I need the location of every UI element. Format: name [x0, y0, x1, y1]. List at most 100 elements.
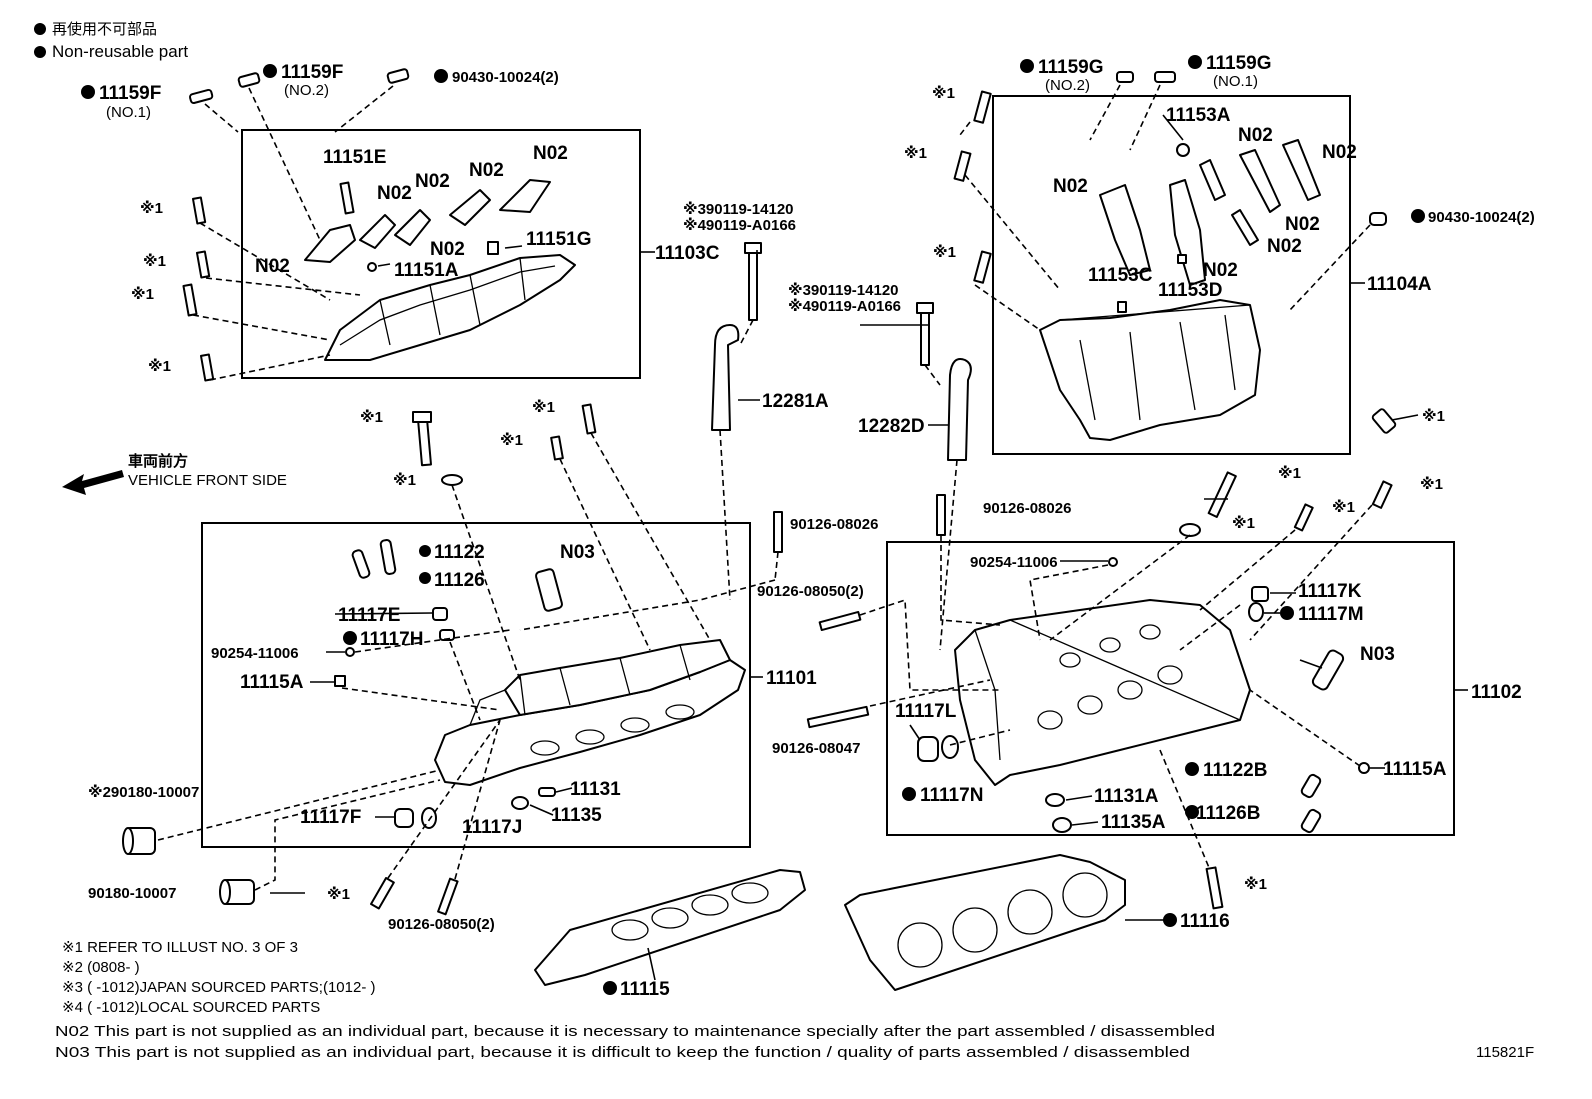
cam-housing-left-art [304, 179, 576, 361]
seal-11159G-no2 [1089, 71, 1134, 141]
label-90254-left: 90254-11006 [211, 645, 299, 662]
label-11159F-no1-suffix: (NO.1) [106, 104, 151, 121]
n03-left [535, 568, 563, 612]
label-11116: 11116 [1180, 911, 1230, 932]
legend-bullet-icon [34, 23, 46, 35]
direction-ja: 車両前方 [128, 452, 188, 470]
label-11102: 11102 [1471, 682, 1522, 703]
label-n03-right: N03 [1360, 644, 1395, 665]
label-ref1-o: ※1 [1232, 514, 1255, 532]
label-11159F-no1: 11159F [99, 83, 161, 104]
stud-90126-08050-right [818, 598, 1000, 691]
label-ref1-a: ※1 [140, 199, 163, 217]
label-11117F: 11117F [300, 807, 361, 828]
camshaft-cap-12282D [939, 358, 972, 651]
label-11151A: 11151A [394, 260, 459, 281]
bolt-center-right [916, 302, 941, 386]
seal-90430-left [334, 68, 410, 133]
frame-cam-housing-right [992, 95, 1351, 455]
bolts-left-head [412, 403, 711, 681]
seal-90430-right [1289, 212, 1387, 311]
direction-en: VEHICLE FRONT SIDE [128, 472, 287, 489]
bolts-right-head [1049, 471, 1393, 641]
seal-11159F-no1 [189, 88, 239, 133]
label-90126-08026-right: 90126-08026 [983, 500, 1071, 517]
label-ref1-d: ※1 [148, 357, 171, 375]
part-leaders [310, 498, 1385, 826]
vehicle-front-arrow-icon [62, 470, 124, 495]
label-ref1-f: ※1 [904, 144, 927, 162]
label-90126-08050-bottom: 90126-08050(2) [388, 916, 495, 933]
label-ref1-h: ※1 [1422, 407, 1445, 425]
label-s390119-left: ※390119-14120 [683, 200, 794, 218]
camshaft-cap-12281A [711, 324, 740, 601]
seal-11159G-no1 [1129, 71, 1176, 151]
frame-cam-housing-left [241, 129, 641, 379]
label-11117K: 11117K [1298, 581, 1362, 602]
label-ref1-k: ※1 [532, 398, 555, 416]
note-n02: N02 This part is not supplied as an indi… [55, 1023, 1215, 1040]
label-n02-i: N02 [1053, 176, 1088, 197]
label-n02-k: N02 [1267, 236, 1302, 257]
label-n02-c: N02 [469, 160, 504, 181]
label-90126-08026-left: 90126-08026 [790, 516, 878, 533]
bolts-left-bottom [370, 719, 501, 916]
label-11115A-left: 11115A [240, 672, 304, 693]
legend-en: Non-reusable part [52, 42, 188, 61]
frame-cylinder-head-left [201, 522, 751, 848]
legend-ja: 再使用不可部品 [52, 21, 157, 38]
label-11159F-no2: 11159F [281, 62, 343, 83]
label-n02-d: N02 [533, 143, 568, 164]
label-11153D: 11153D [1158, 280, 1222, 301]
stud-90126-08026-right [936, 494, 1001, 626]
label-11101: 11101 [766, 668, 817, 689]
label-n02-g: N02 [1238, 125, 1273, 146]
label-ref1-l: ※1 [500, 431, 523, 449]
label-11151E: 11151E [323, 147, 386, 168]
label-ref1-m: ※1 [327, 885, 350, 903]
bolts-left-housing [182, 196, 361, 382]
label-11135: 11135 [551, 805, 602, 826]
label-s490119-right: ※490119-A0166 [788, 297, 901, 315]
bolts-right-housing [953, 90, 1397, 434]
label-11117E: 11117E [338, 605, 400, 626]
head-gasket-11115 [534, 869, 806, 986]
label-11115: 11115 [620, 979, 670, 1000]
label-11117H: 11117H [360, 629, 423, 650]
label-ref1-c: ※1 [131, 285, 154, 303]
label-11159G-no2: 11159G [1038, 57, 1104, 78]
label-11159G-no2-suffix: (NO.2) [1045, 77, 1090, 94]
label-n02-b: N02 [415, 171, 450, 192]
label-90126-08047: 90126-08047 [772, 740, 860, 757]
label-11153C: 11153C [1088, 265, 1153, 286]
plugs-left [334, 607, 511, 721]
seals-left-head-bottom [394, 787, 556, 829]
label-11135A: 11135A [1101, 812, 1166, 833]
label-n02-h: N02 [1322, 142, 1357, 163]
cam-housing-right-art [1039, 139, 1321, 441]
note-ref1: ※1 REFER TO ILLUST NO. 3 OF 3 [62, 939, 298, 956]
frame-cylinder-head-right [886, 541, 1455, 836]
bolt-center-left [739, 242, 762, 346]
cylinder-head-right-art [954, 599, 1251, 786]
label-11159G-no1-suffix: (NO.1) [1213, 73, 1258, 90]
label-ref1-p: ※1 [1332, 498, 1355, 516]
label-11117J: 11117J [462, 817, 522, 838]
legend-bullet-icon [34, 46, 46, 58]
label-n02-a: N02 [377, 183, 412, 204]
illustration-code: 115821F [1476, 1044, 1534, 1061]
label-s390119-right: ※390119-14120 [788, 281, 899, 299]
label-11153A: 11153A [1166, 105, 1231, 126]
label-90430-right: 90430-10024(2) [1428, 209, 1535, 226]
stud-90126-08047 [806, 679, 991, 729]
label-11159F-no2-suffix: (NO.2) [284, 82, 329, 99]
plug-90180 [219, 779, 441, 905]
label-290180: ※290180-10007 [88, 783, 199, 801]
label-11104A: 11104A [1367, 274, 1432, 295]
stud-bottom-right [1159, 749, 1224, 910]
label-n02-e: N02 [430, 239, 465, 260]
label-11122: 11122 [434, 542, 485, 563]
cylinder-head-left-art [434, 639, 746, 786]
label-n02-j: N02 [1285, 214, 1320, 235]
